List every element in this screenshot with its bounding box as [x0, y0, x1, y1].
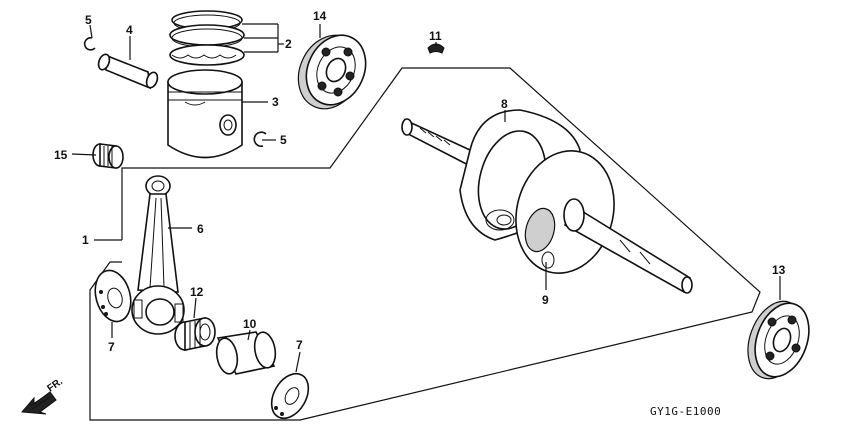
callout-3: 3 — [272, 95, 279, 109]
crankshaft — [401, 109, 693, 294]
callout-13: 13 — [772, 263, 786, 277]
woodruff-key — [427, 43, 445, 54]
callout-1: 1 — [82, 233, 89, 247]
assembly-outline — [89, 67, 761, 421]
callout-8: 8 — [501, 97, 508, 111]
crank-pin — [215, 331, 277, 375]
callout-15: 15 — [54, 148, 68, 162]
callout-14: 14 — [313, 9, 327, 23]
callout-9: 9 — [542, 293, 549, 307]
callout-7-left: 7 — [108, 340, 115, 354]
front-arrow-icon — [20, 391, 57, 415]
piston-pin-clip-top — [83, 37, 96, 51]
callout-6: 6 — [197, 222, 204, 236]
callout-10: 10 — [243, 317, 257, 331]
connecting-rod — [131, 175, 185, 335]
piston-pin — [97, 53, 159, 90]
needle-bearing-15 — [92, 143, 124, 169]
piston — [167, 69, 243, 159]
callout-4: 4 — [126, 23, 133, 37]
piston-rings — [169, 10, 245, 66]
callout-5-right: 5 — [280, 133, 287, 147]
leader-lines — [71, 23, 781, 373]
drawing-code: GY1G-E1000 — [650, 405, 721, 418]
callout-5-top: 5 — [85, 13, 92, 27]
front-label: FR. — [45, 376, 65, 394]
bearing-13 — [747, 300, 810, 380]
needle-bearing-12 — [174, 317, 216, 351]
front-indicator: FR. — [20, 376, 65, 415]
callout-12: 12 — [190, 285, 204, 299]
piston-pin-clip-right — [253, 131, 267, 147]
callout-2: 2 — [285, 37, 292, 51]
bearing-14 — [297, 34, 367, 110]
thrust-washer-left — [94, 269, 132, 323]
callout-7-right: 7 — [296, 338, 303, 352]
callout-11: 11 — [429, 29, 442, 43]
thrust-washer-right — [270, 372, 310, 420]
callouts: 5 4 2 3 5 14 11 8 15 6 1 12 10 7 7 9 13 — [54, 9, 786, 354]
